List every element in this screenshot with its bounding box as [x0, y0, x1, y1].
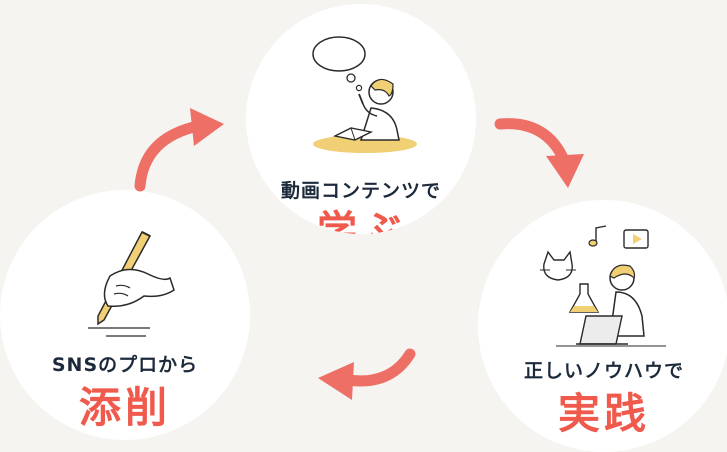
step-correct-title: 添削	[78, 383, 171, 432]
step-correct-subtitle: SNSのプロから	[51, 354, 199, 376]
step-practice-subtitle: 正しいノウハウで	[523, 360, 684, 382]
student-reading-icon	[312, 36, 417, 153]
arrow-learn-to-practice-icon	[494, 118, 584, 188]
arrow-practice-to-correct-icon	[318, 348, 416, 400]
person-at-laptop-icon	[540, 225, 666, 347]
arrow-correct-to-learn-icon	[134, 108, 224, 192]
step-correct-card: SNSのプロから 添削	[0, 190, 250, 440]
hand-writing-pen-icon	[88, 231, 175, 337]
step-learn-card: 動画コンテンツで 学ぶ	[246, 4, 476, 234]
step-practice-title: 実践	[557, 389, 650, 438]
step-learn-title: 学ぶ	[317, 208, 405, 234]
step-learn-subtitle: 動画コンテンツで	[280, 180, 441, 202]
step-practice-card: 正しいノウハウで 実践	[478, 200, 727, 452]
